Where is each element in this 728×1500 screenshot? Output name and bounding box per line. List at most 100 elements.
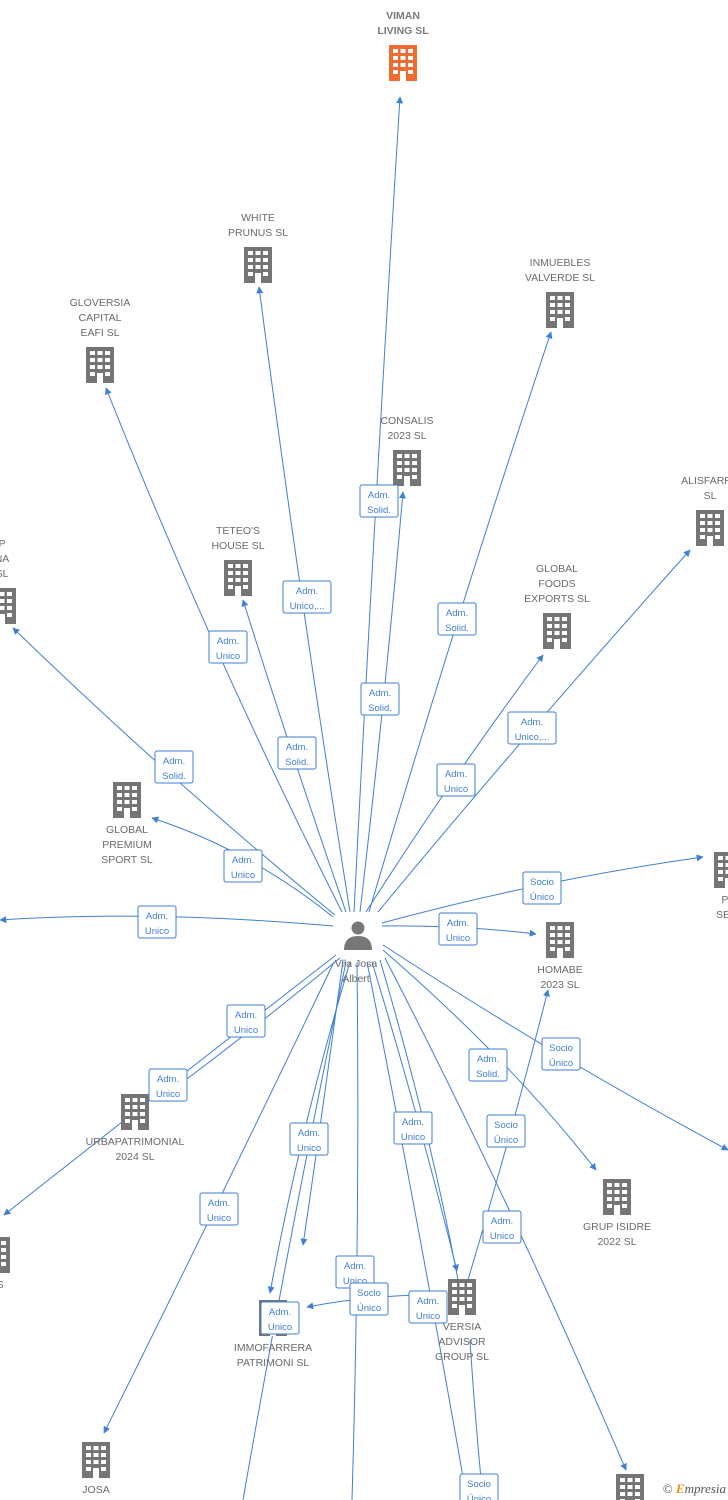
role-text: Único bbox=[467, 1494, 491, 1500]
company-name-line: WHITE bbox=[241, 212, 275, 224]
role-label-r-versia2[interactable]: Adm.Unico bbox=[408, 1290, 448, 1324]
building-icon bbox=[389, 45, 417, 81]
company-name-line: GLOBAL bbox=[536, 563, 578, 575]
company-name-line: 2023 SL bbox=[540, 979, 579, 991]
role-label-r-immo1[interactable]: Adm.Unico bbox=[289, 1122, 329, 1156]
relation-edge bbox=[242, 961, 347, 1500]
role-text: Adm. bbox=[446, 608, 468, 619]
company-node-globalfoods[interactable]: GLOBAL FOODS EXPORTS SL bbox=[524, 563, 590, 649]
building-icon bbox=[113, 782, 141, 818]
company-node-bottomright[interactable] bbox=[616, 1474, 644, 1500]
building-icon bbox=[714, 852, 728, 888]
role-label-r-homabe[interactable]: Adm.Unico bbox=[438, 912, 478, 946]
role-label-r-alisfarre[interactable]: Adm. Unico,... bbox=[507, 711, 557, 745]
role-label-r-gloversia[interactable]: Adm.Unico bbox=[208, 630, 248, 664]
company-name-line: SL bbox=[704, 490, 717, 502]
role-text: Solid. bbox=[285, 757, 309, 768]
role-text: Solid. bbox=[162, 771, 186, 782]
person-icon bbox=[351, 921, 365, 935]
company-name-line: P bbox=[0, 538, 6, 550]
role-text: Único bbox=[494, 1135, 518, 1146]
brand-rest: mpresia bbox=[684, 1481, 726, 1496]
role-text: Único bbox=[530, 892, 554, 903]
company-name-line: CONSALIS bbox=[380, 415, 433, 427]
role-text: Adm. bbox=[217, 636, 239, 647]
role-text: Unico bbox=[231, 870, 255, 881]
role-label-r-globalfoods[interactable]: Adm.Unico bbox=[436, 763, 476, 797]
role-text: Adm. bbox=[157, 1074, 179, 1085]
role-text: Adm. bbox=[163, 756, 185, 767]
role-label-r-leftp[interactable]: Adm. Solid. bbox=[154, 750, 194, 784]
role-text: Unico bbox=[268, 1322, 292, 1333]
company-name-line: PREMIUM bbox=[102, 839, 152, 851]
company-name-line: ADVISOR bbox=[438, 1336, 486, 1348]
company-name-line: VALVERDE SL bbox=[525, 272, 595, 284]
company-node-pseis[interactable]: PASEIS bbox=[714, 852, 728, 921]
company-name-line: VERSIA bbox=[443, 1321, 482, 1333]
role-label-r-left[interactable]: Adm.Unico bbox=[137, 905, 177, 939]
role-text: Socio bbox=[549, 1043, 573, 1054]
role-label-r-white[interactable]: Adm.Unico,... bbox=[282, 580, 332, 614]
role-text: Adm. bbox=[344, 1261, 366, 1272]
role-text: Solid. bbox=[445, 623, 469, 634]
company-node-josa[interactable]: JOSA bbox=[82, 1442, 110, 1496]
brand-initial: E bbox=[675, 1481, 685, 1496]
building-icon bbox=[546, 922, 574, 958]
role-label-r-leftos[interactable]: Adm. Unico bbox=[148, 1068, 188, 1102]
role-text: Adm. bbox=[447, 918, 469, 929]
company-node-alisfarre[interactable]: ALISFARRESL bbox=[681, 475, 728, 546]
role-label-r-urbapat[interactable]: Adm.Unico bbox=[226, 1004, 266, 1038]
building-icon bbox=[543, 613, 571, 649]
role-text: Unico,... bbox=[515, 732, 550, 743]
company-name-line: EXPORTS SL bbox=[524, 593, 590, 605]
empresia-brand[interactable]: © Empresia bbox=[663, 1481, 726, 1497]
relation-edge bbox=[366, 961, 468, 1500]
role-label-r-globalpremium[interactable]: Adm.Unico bbox=[223, 849, 263, 883]
role-label-r-bottomright[interactable]: Adm.Unico bbox=[482, 1210, 522, 1244]
company-name-line: LIVING SL bbox=[377, 25, 429, 37]
role-label-r-grupisidre[interactable]: Adm.Solid. bbox=[468, 1048, 508, 1082]
building-icon bbox=[224, 560, 252, 596]
role-label-r-josa[interactable]: Adm.Unico bbox=[199, 1192, 239, 1226]
role-text: Unico bbox=[416, 1311, 440, 1322]
role-text: Socio bbox=[467, 1479, 491, 1490]
copyright-symbol: © bbox=[662, 1481, 673, 1496]
role-text: Único bbox=[357, 1303, 381, 1314]
company-name-line: IMMOFARRERA bbox=[234, 1342, 312, 1354]
building-icon bbox=[393, 450, 421, 486]
role-label-r-versia1[interactable]: Adm.Unico bbox=[393, 1111, 433, 1145]
company-node-leftp[interactable]: PNASL bbox=[0, 538, 16, 624]
role-label-r-teteos[interactable]: Adm.Solid. bbox=[277, 736, 317, 770]
role-label-r-viman[interactable]: Adm.Solid. bbox=[360, 682, 400, 716]
role-text: Adm. bbox=[521, 717, 543, 728]
company-name-line: FOODS bbox=[538, 578, 575, 590]
role-text: Unico bbox=[156, 1089, 180, 1100]
role-text: Solid. bbox=[368, 703, 392, 714]
role-label-r-immo3[interactable]: Adm.Unico bbox=[260, 1301, 300, 1335]
company-name-line: SEIS bbox=[716, 909, 728, 921]
role-label-r-consalis[interactable]: Adm.Solid. bbox=[359, 484, 399, 518]
company-name-line: OS bbox=[0, 1279, 4, 1291]
company-name-line: SPORT SL bbox=[101, 854, 153, 866]
company-node-leftos[interactable]: OSL bbox=[0, 1237, 10, 1306]
role-label-r-inmuebles[interactable]: Adm. Solid. bbox=[437, 602, 477, 636]
